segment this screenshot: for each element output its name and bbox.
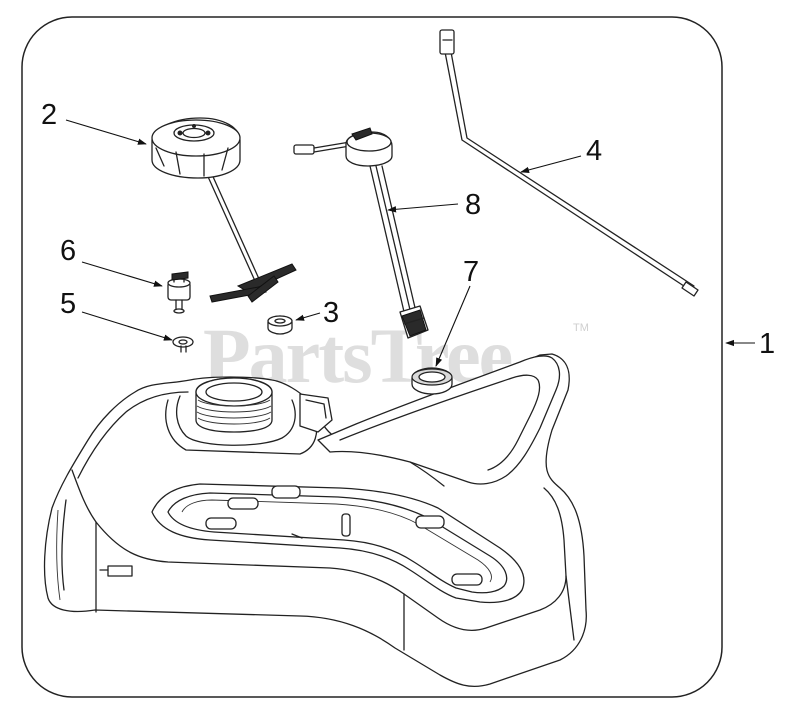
callout-3: 3 [323, 297, 339, 329]
bushing-part-3 [267, 315, 293, 335]
fuel-sender-part-8 [293, 127, 429, 339]
fuel-tank-part-1 [43, 353, 587, 688]
leader-line-6 [81, 261, 163, 287]
vent-valve-part-6 [167, 271, 191, 314]
seal-ring-part-7 [411, 367, 453, 395]
leader-line-5 [81, 311, 173, 341]
callout-2: 2 [41, 99, 57, 131]
leader-line-3 [295, 312, 321, 321]
callout-1: 1 [759, 328, 775, 360]
callout-8: 8 [465, 189, 481, 221]
tank-slot [205, 485, 483, 586]
callout-6: 6 [60, 235, 76, 267]
callout-labels: 2 4 8 6 7 3 5 1 [41, 99, 775, 360]
leader-line-2 [65, 119, 147, 145]
diagram-frame [21, 16, 723, 698]
leader-lines [65, 119, 755, 367]
leader-line-7 [435, 285, 471, 367]
vent-rod-part-4 [439, 29, 699, 297]
fuel-cap-part-2 [151, 117, 297, 303]
leader-line-4 [520, 155, 582, 173]
watermark-trademark: TM [573, 322, 589, 334]
callout-5: 5 [60, 288, 76, 320]
grommet-part-5 [172, 336, 194, 353]
callout-7: 7 [463, 256, 479, 288]
callout-4: 4 [586, 135, 602, 167]
filler-neck [165, 377, 318, 455]
leader-line-8 [387, 203, 459, 213]
